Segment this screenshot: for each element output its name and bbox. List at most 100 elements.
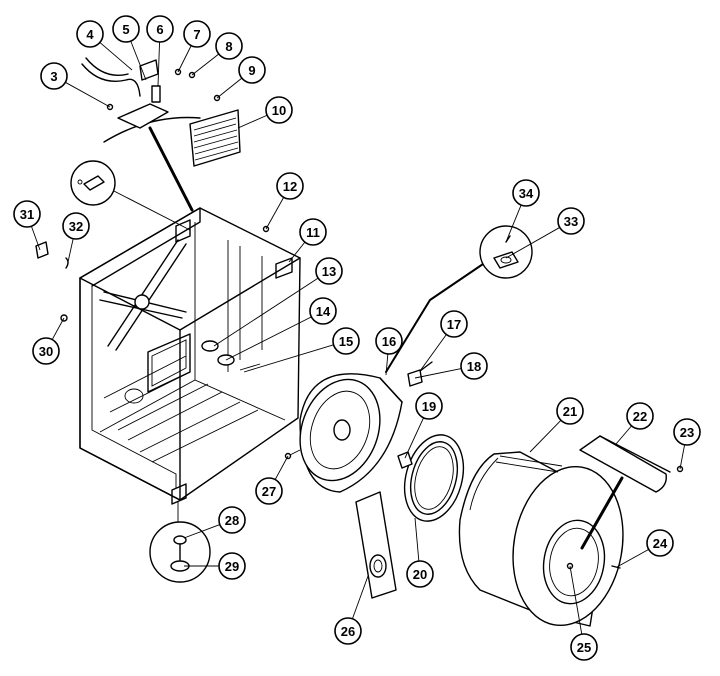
callout-leader-9 <box>216 77 243 99</box>
callout-26: 26 <box>334 617 362 645</box>
callout-31: 31 <box>13 200 41 228</box>
cabinet <box>79 207 301 505</box>
callout-leaders <box>30 40 686 635</box>
callout-leader-18 <box>414 368 462 379</box>
callout-28: 28 <box>218 506 246 534</box>
callout-leader-19 <box>404 417 424 459</box>
callout-leader-28 <box>183 524 220 539</box>
callout-15: 15 <box>332 327 360 355</box>
callout-leader-3 <box>65 81 111 108</box>
callout-32: 32 <box>62 212 90 240</box>
callout-circle-27 <box>255 477 283 505</box>
callout-leader-11 <box>288 241 306 263</box>
callout-circle-11 <box>299 218 327 246</box>
callout-number: 12 <box>283 179 297 194</box>
callout-number: 34 <box>519 186 534 201</box>
callout-circle-3 <box>40 62 68 90</box>
callout-leader-31 <box>30 226 41 251</box>
callout-leader-34 <box>505 204 522 243</box>
callout-leader-26 <box>352 575 369 619</box>
callout-number: 33 <box>564 214 578 229</box>
callout-number: 27 <box>262 484 276 499</box>
callout-circle-25 <box>570 633 598 661</box>
callout-number: 16 <box>382 334 396 349</box>
part-24 <box>611 565 621 569</box>
callout-circle-32 <box>62 212 90 240</box>
callout-8: 8 <box>215 32 243 60</box>
callout-number: 11 <box>306 225 320 240</box>
callout-14: 14 <box>309 297 337 325</box>
drum-lifter <box>579 435 684 550</box>
callout-34: 34 <box>512 179 540 207</box>
detail-leader <box>111 189 191 231</box>
callout-leader-13 <box>213 277 319 347</box>
part-30 <box>60 314 68 322</box>
callout-leader-27 <box>274 455 289 480</box>
part-32 <box>65 257 69 269</box>
callout-number: 10 <box>272 103 286 118</box>
callout-number: 4 <box>86 27 94 42</box>
callout-12: 12 <box>276 172 304 200</box>
callout-16: 16 <box>375 327 403 355</box>
callout-30: 30 <box>32 337 60 365</box>
callout-5: 5 <box>112 15 140 43</box>
callout-circle-5 <box>112 15 140 43</box>
top-bracket-leader <box>148 126 194 212</box>
vent-grille <box>189 109 241 167</box>
callout-leader-30 <box>51 317 65 340</box>
callout-number: 25 <box>577 640 591 655</box>
callout-circle-34 <box>512 179 540 207</box>
callout-circle-18 <box>460 352 488 380</box>
callout-circle-29 <box>218 552 246 580</box>
callout-number: 8 <box>225 39 232 54</box>
callout-circle-28 <box>218 506 246 534</box>
callout-leader-32 <box>67 238 74 263</box>
rear-bulkhead <box>284 373 403 493</box>
callout-23: 23 <box>673 418 701 446</box>
callout-number: 6 <box>156 22 163 37</box>
callout-9: 9 <box>238 56 266 84</box>
callout-circle-26 <box>334 617 362 645</box>
callout-number: 23 <box>680 425 694 440</box>
callout-circle-22 <box>626 402 654 430</box>
callout-13: 13 <box>315 257 343 285</box>
callout-circle-9 <box>238 56 266 84</box>
callout-number: 20 <box>413 567 427 582</box>
callout-27: 27 <box>255 477 283 505</box>
callout-leader-25 <box>569 565 583 635</box>
callout-4: 4 <box>76 20 104 48</box>
callout-22: 22 <box>626 402 654 430</box>
callout-leader-23 <box>679 444 686 470</box>
callout-number: 13 <box>322 264 336 279</box>
callout-number: 3 <box>50 69 57 84</box>
drum <box>458 451 624 627</box>
callout-circle-4 <box>76 20 104 48</box>
callout-number: 26 <box>341 624 355 639</box>
callout-circle-31 <box>13 200 41 228</box>
callout-number: 32 <box>69 219 83 234</box>
callout-number: 22 <box>633 409 647 424</box>
callout-circle-17 <box>440 310 468 338</box>
callout-circle-30 <box>32 337 60 365</box>
callout-10: 10 <box>265 96 293 124</box>
callout-number: 15 <box>339 334 353 349</box>
callout-leader-6 <box>157 41 160 87</box>
callout-leader-14 <box>225 316 312 361</box>
callout-number: 19 <box>422 399 436 414</box>
callout-circle-19 <box>415 392 443 420</box>
callout-number: 5 <box>122 22 129 37</box>
callout-number: 28 <box>225 513 239 528</box>
callout-number: 30 <box>39 344 53 359</box>
foot-detail-circle <box>149 502 211 583</box>
callout-leader-10 <box>237 114 268 129</box>
callout-leader-12 <box>265 197 285 230</box>
callout-18: 18 <box>460 352 488 380</box>
callout-circle-8 <box>215 32 243 60</box>
callout-number: 31 <box>20 207 34 222</box>
callout-leader-8 <box>191 53 220 76</box>
callout-25: 25 <box>570 633 598 661</box>
callout-number: 29 <box>225 559 239 574</box>
callout-33: 33 <box>557 207 585 235</box>
